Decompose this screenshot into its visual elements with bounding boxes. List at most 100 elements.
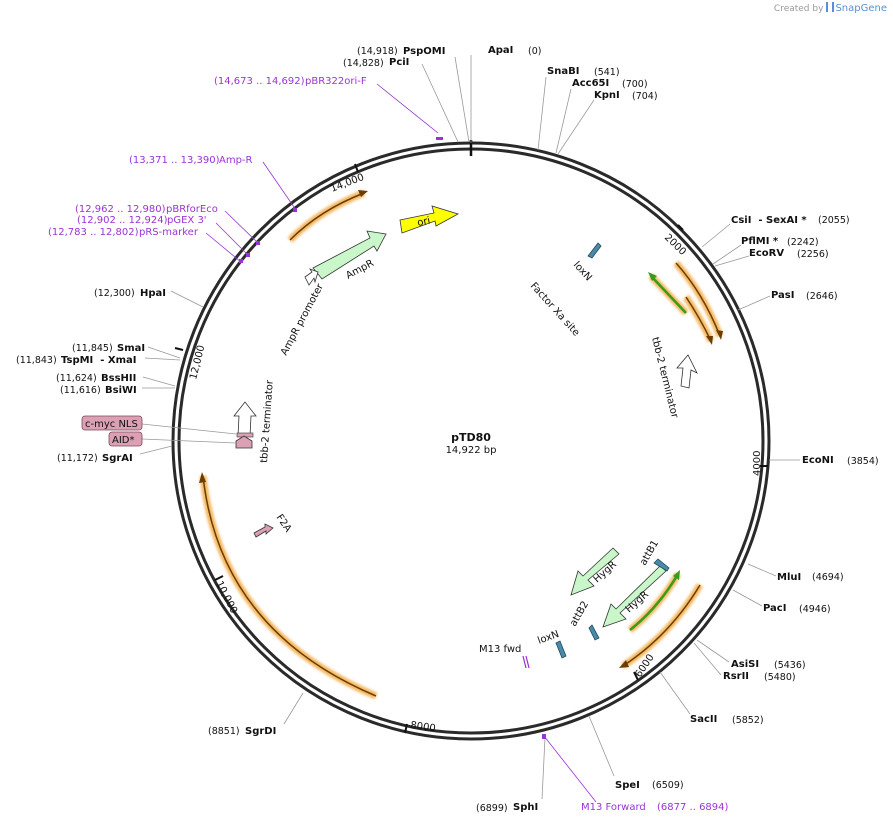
tbb2-right-arrow	[676, 354, 698, 389]
arc-top-left-line	[289, 192, 365, 241]
site-rsrii: RsrII(5480)	[693, 642, 796, 683]
site-name-label: pRS-marker	[139, 227, 199, 238]
map-graphic	[144, 357, 181, 361]
site-name-label: AsiSI	[731, 659, 759, 670]
attb2-label: attB2	[568, 599, 591, 628]
site-apai: ApaI(0)	[470, 45, 541, 143]
site-position-label: (11,843)	[16, 355, 57, 366]
site-position-label: (8851)	[208, 726, 240, 737]
map-graphic	[633, 671, 639, 681]
primers: (14,673 .. 14,692)pBR322ori-F (13,371 ..…	[48, 76, 729, 813]
loxn-bottom-marker	[555, 640, 567, 659]
m13fwd-mark-2	[525, 655, 530, 669]
site-name-label: EcoNI	[802, 455, 834, 466]
map-graphic	[436, 137, 443, 140]
site-position-label: (2646)	[806, 291, 838, 302]
map-graphic	[541, 737, 546, 800]
map-graphic	[677, 224, 684, 231]
hygr-arrow-b	[602, 565, 667, 628]
site-name-label: Acc65I	[572, 78, 609, 89]
map-graphic	[701, 223, 731, 248]
primer-pgex3: (12,902 .. 12,924)pGEX 3'	[77, 215, 250, 257]
ampr-promoter-label: AmpR promoter	[279, 281, 326, 357]
site-position-label: (11,616)	[60, 385, 101, 396]
site-position-label: (5852)	[732, 715, 764, 726]
map-graphic	[659, 671, 691, 715]
site-mlui: MluI(4694)	[747, 563, 844, 583]
map-graphic	[732, 589, 763, 607]
attb1-marker	[653, 558, 670, 572]
map-graphic	[215, 222, 249, 256]
tick-label: 2000	[662, 232, 688, 258]
site-econi: EcoNI(3854)	[769, 455, 879, 467]
map-graphic	[421, 63, 459, 143]
site-name-label: pBRforEco	[166, 204, 218, 215]
site-name-label: SmaI	[117, 343, 145, 354]
map-graphic	[141, 423, 237, 435]
site-name-label: pBR322ori-F	[305, 76, 367, 87]
map-graphic	[454, 56, 470, 143]
site-position-label: (5480)	[764, 672, 796, 683]
site-name-label: Amp-R	[219, 155, 253, 166]
arc-left-large-line	[202, 475, 377, 697]
site-name-label: BsiWI	[105, 385, 137, 396]
arc-lower-right-1-line	[622, 584, 701, 667]
f2a-marker	[253, 523, 274, 538]
site-position-label: (2242)	[787, 237, 819, 248]
primer-pbrforeco: (12,962 .. 12,980)pBRforEco	[75, 204, 260, 245]
site-hpai: HpaI (12,300)	[94, 288, 204, 308]
site-kpni: KpnI(704)	[557, 90, 658, 155]
site-position-label: (12,783 .. 12,802)	[48, 227, 139, 238]
arc-top-left-head	[358, 190, 368, 197]
map-graphic	[693, 642, 722, 676]
m13fwd-label: M13 fwd	[479, 644, 521, 655]
site-name-label: PacI	[763, 603, 786, 614]
site-name-label: M13 Forward	[581, 802, 646, 813]
map-graphic	[737, 295, 771, 311]
restriction-sites: ApaI(0) SnaBI(541) Acc65I(700) KpnI(704)…	[16, 45, 879, 814]
site-name-label: HpaI	[140, 288, 166, 299]
site-position-label: (12,300)	[94, 288, 135, 299]
map-graphic	[139, 445, 173, 455]
tick-label: 4000	[752, 451, 763, 476]
site-sacii: SacII(5852)	[659, 671, 764, 726]
site-position-label: (11,624)	[56, 373, 97, 384]
plasmid-name: pTD80	[451, 431, 491, 444]
map-graphic	[205, 232, 242, 263]
arc-right-green-line	[650, 275, 687, 314]
site-name-label: SpeI	[615, 780, 640, 791]
tick-label: 8000	[410, 720, 437, 734]
site-position-label: (0)	[528, 46, 541, 57]
map-graphic	[557, 99, 595, 155]
arc-top-left	[287, 189, 366, 243]
snapgene-logo-icon	[826, 2, 835, 12]
credit-brand: SnapGene	[835, 3, 887, 14]
map-graphic	[239, 259, 243, 263]
map-graphic	[246, 253, 250, 257]
map-graphic	[293, 208, 297, 212]
attb2-marker	[588, 624, 600, 641]
site-bsshii: BssHII(11,624)	[56, 373, 176, 387]
map-graphic	[404, 723, 408, 734]
site-pcii: PciI(14,828)	[343, 57, 459, 143]
aid-marker	[235, 435, 253, 449]
ori-label: ori	[416, 215, 431, 228]
credit-created-by: Created by	[773, 4, 824, 14]
site-position-label: (6877 .. 6894)	[657, 802, 729, 813]
site-position-label: (2055)	[818, 215, 850, 226]
site-name-label: PflMI *	[741, 236, 779, 247]
arc-left-large-head	[199, 472, 206, 483]
site-spei: SpeI(6509)	[588, 715, 684, 791]
map-graphic	[588, 715, 615, 777]
map-graphic	[224, 210, 259, 244]
map-graphic	[141, 438, 237, 444]
site-name-label: PasI	[771, 290, 794, 301]
site-name-label: EcoRV	[749, 248, 784, 259]
cmyc-nls-label: c-myc NLS	[85, 419, 138, 430]
site-position-label: (541)	[594, 67, 620, 78]
map-graphic	[142, 376, 176, 387]
aid-label: AID*	[112, 435, 135, 446]
site-position-label: (14,918)	[357, 46, 398, 57]
map-graphic	[214, 575, 224, 581]
site-sgrdi: SgrDI(8851)	[208, 692, 304, 737]
